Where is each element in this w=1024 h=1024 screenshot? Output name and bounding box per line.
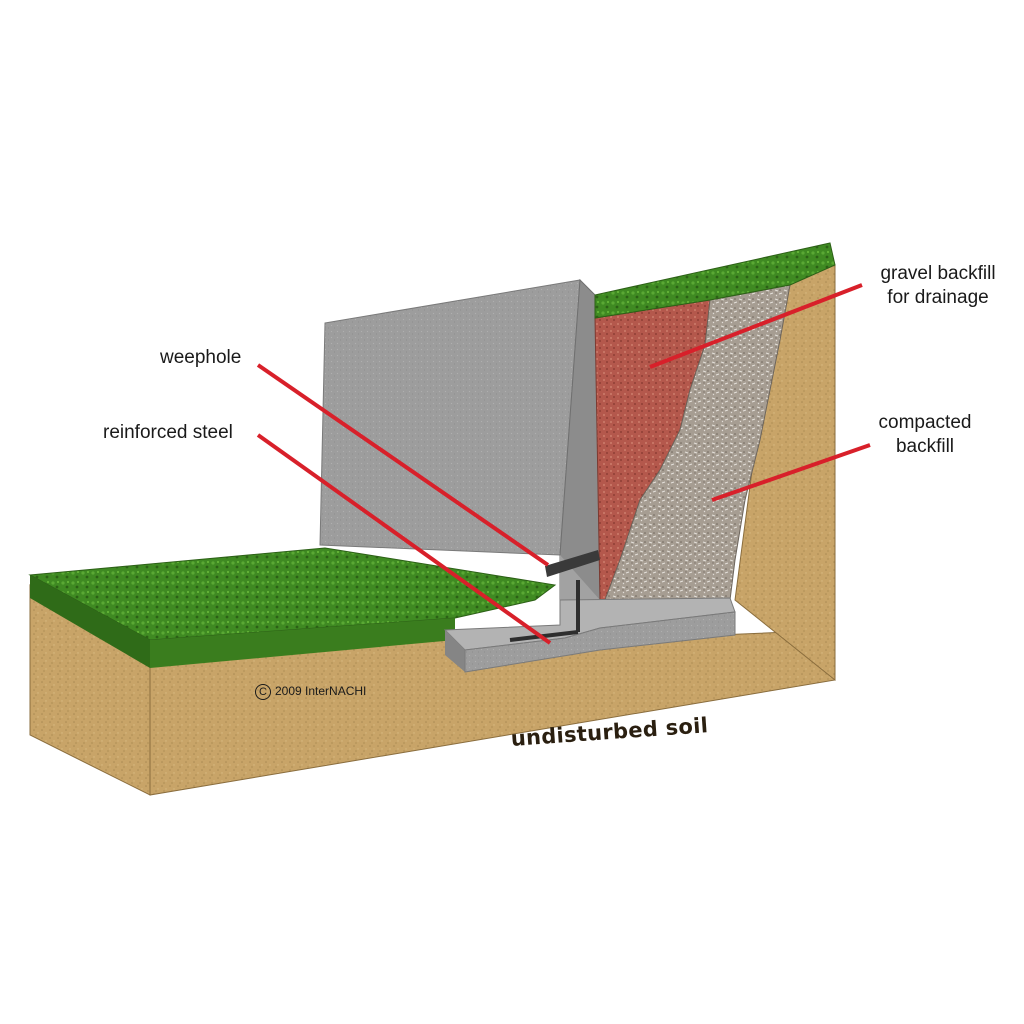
reinforced-steel-leader bbox=[256, 433, 552, 645]
compacted-backfill-label-line1: compacted bbox=[878, 412, 972, 433]
gravel-backfill-label-line2: for drainage bbox=[887, 287, 989, 308]
compacted-backfill-label-line2: backfill bbox=[895, 436, 955, 457]
wall-stem-face bbox=[319, 279, 581, 556]
copyright-notice: C 2009 InterNACHI bbox=[255, 684, 366, 700]
grass-left-edge bbox=[30, 575, 150, 668]
weephole-pipe bbox=[545, 550, 600, 577]
grass-right-top bbox=[594, 242, 836, 319]
steel-horizontal bbox=[509, 630, 579, 642]
copyright-text: 2009 InterNACHI bbox=[275, 684, 367, 699]
compacted-backfill-label: compacted backfill bbox=[860, 411, 990, 459]
grass-left-front-edge bbox=[150, 618, 455, 668]
gravel-backfill-label-line1: gravel backfill bbox=[880, 263, 996, 284]
copyright-symbol: C bbox=[255, 684, 271, 700]
reinforced-steel-label: reinforced steel bbox=[103, 422, 233, 443]
weephole-leader bbox=[256, 363, 550, 567]
gravel-backfill-leader bbox=[649, 283, 863, 369]
gravel-backfill-label: gravel backfill for drainage bbox=[858, 262, 1018, 310]
compacted-backfill-leader bbox=[711, 443, 871, 502]
weephole-label: weephole bbox=[160, 347, 242, 368]
footing-front-face bbox=[464, 611, 736, 673]
footing-front bbox=[445, 630, 465, 672]
